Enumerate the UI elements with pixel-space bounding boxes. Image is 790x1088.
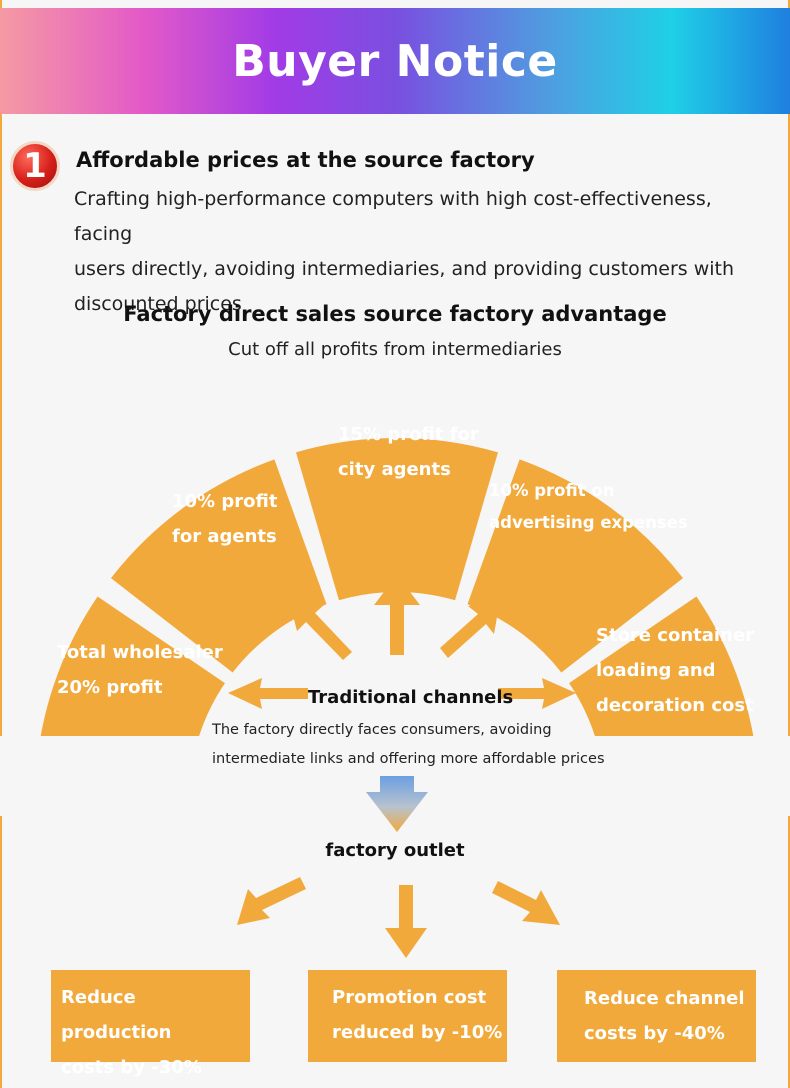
traditional-channels-title: Traditional channels [308,687,514,708]
arrow-down-icon [385,885,427,958]
segment-line: advertising expenses [489,513,688,532]
point-body-line: discounted prices [74,293,242,315]
segment-line: for agents [172,526,277,547]
advantage-title: Factory direct sales source factory adva… [123,302,667,326]
segment-line: city agents [338,459,451,480]
traditional-channels-body: The factory directly faces consumers, av… [212,716,652,774]
result-label: Reduce production costs by -30% [61,980,250,1085]
result-line: Reduce channel [584,988,745,1009]
result-line: Reduce production [61,987,172,1043]
arrow-up-left-icon [290,604,352,660]
fan-segment-city-agents [296,437,498,601]
fan-arrows [228,575,576,958]
arrow-down-right-icon [492,881,560,925]
fan-segment-advertising [467,459,684,673]
segment-label-store: Store container loading and decoration c… [596,618,754,723]
arrow-left-icon [228,678,308,709]
segment-line: 10% profit on [489,481,615,500]
segment-line: Store container [596,625,754,646]
result-line: costs by -40% [584,1023,725,1044]
advantage-subtitle: Cut off all profits from intermediaries [228,339,562,360]
traditional-body-line: intermediate links and offering more aff… [212,751,605,767]
arrow-up-icon [374,575,420,655]
arrow-down-left-icon [237,877,306,925]
arrow-up-right-icon [440,600,500,658]
segment-label-advertising: 10% profit on advertising expenses [489,475,688,539]
arrow-right-icon [498,678,576,709]
page-title: Buyer Notice [232,35,558,87]
result-box-channel: Reduce channel costs by -40% [557,970,756,1062]
arrow-down-icon [366,776,428,832]
point-title: Affordable prices at the source factory [76,148,535,172]
point-body: Crafting high-performance computers with… [74,182,764,322]
result-box-production: Reduce production costs by -30% [51,970,250,1078]
result-label: Reduce channel costs by -40% [584,981,745,1051]
result-box-promotion: Promotion cost reduced by -10% [308,970,507,1062]
segment-line: 10% profit [172,491,278,512]
factory-outlet-label: factory outlet [325,840,465,861]
result-line: reduced by -10% [332,1022,503,1043]
segment-label-wholesaler: Total wholesaler 20% profit [57,635,223,705]
segment-line: 20% profit [57,677,163,698]
result-label: Promotion cost reduced by -10% [332,980,502,1050]
result-line: costs by -30% [61,1057,202,1078]
traditional-body-line: The factory directly faces consumers, av… [212,722,552,738]
segment-line: Total wholesaler [57,642,223,663]
segment-label-city-agents: 15% profit for city agents [338,417,479,487]
number-badge: 1 [10,141,60,191]
segment-line: 15% profit for [338,424,479,445]
segment-line: loading and [596,660,716,681]
segment-line: decoration cost [596,695,754,716]
header-banner: Buyer Notice [0,8,790,114]
result-line: Promotion cost [332,987,487,1008]
point-body-line: users directly, avoiding intermediaries,… [74,258,735,280]
segment-label-agents: 10% profit for agents [172,484,277,554]
fan-segment-agents [110,459,327,673]
point-body-line: Crafting high-performance computers with… [74,188,712,245]
